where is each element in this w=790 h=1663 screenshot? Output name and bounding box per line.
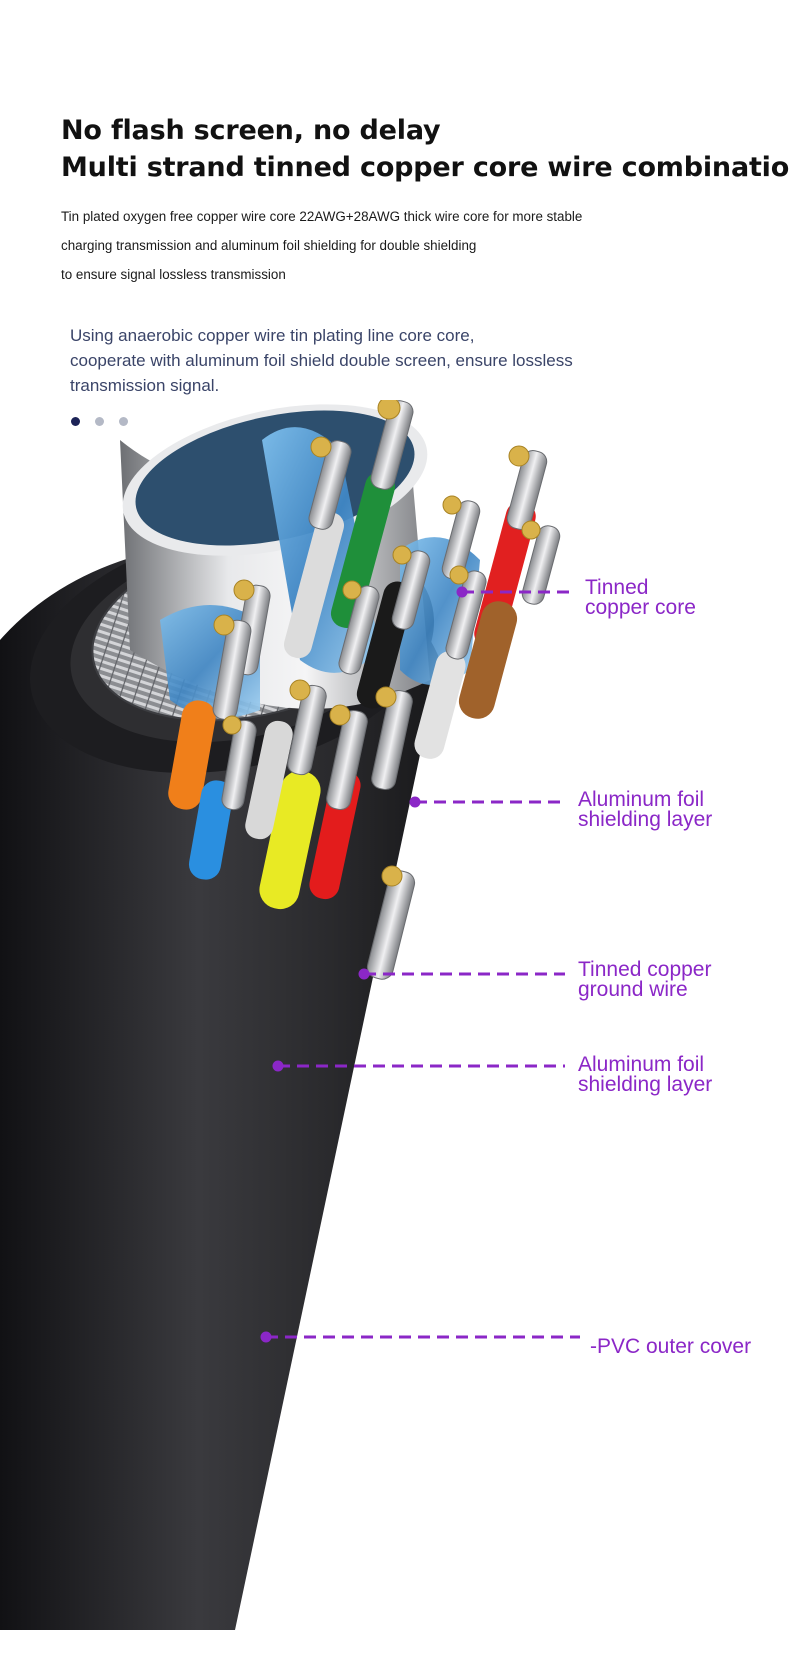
ground-wire (366, 865, 416, 980)
slide-caption-line-3: transmission signal. (70, 376, 220, 395)
tinned-copper-strands (212, 400, 561, 811)
slide-caption-line-1: Using anaerobic copper wire tin plating … (70, 326, 475, 345)
callout-leader-lines (266, 590, 580, 1339)
callout-5-line-1: -PVC outer cover (590, 1335, 752, 1358)
callout-4-line-1: Aluminum foil (578, 1053, 705, 1076)
slide-caption: Using anaerobic copper wire tin plating … (70, 323, 573, 398)
callout-pvc-outer-cover: -PVC outer cover (590, 1335, 752, 1358)
wire-end-caps (213, 400, 541, 735)
callout-tinned-copper-core: Tinned copper core (585, 576, 696, 619)
carousel-dot-2[interactable] (95, 417, 104, 426)
description-line-1: Tin plated oxygen free copper wire core … (61, 209, 583, 224)
slide-caption-line-2: cooperate with aluminum foil shield doub… (70, 351, 573, 370)
callout-anchor-dots (260, 586, 468, 1343)
callout-3-line-1: Tinned copper (578, 958, 712, 981)
headline-line-1: No flash screen, no delay (61, 115, 441, 146)
callout-2-line-2: shielding layer (578, 808, 713, 831)
carousel-dot-1[interactable] (71, 417, 80, 426)
carousel-dot-3[interactable] (119, 417, 128, 426)
callout-1-line-2: copper core (585, 596, 696, 619)
callout-braided-shielding: Aluminum foil shielding layer (578, 1053, 713, 1096)
callout-aluminum-foil-shielding: Aluminum foil shielding layer (578, 788, 713, 831)
callout-4-line-2: shielding layer (578, 1073, 713, 1096)
callout-2-line-1: Aluminum foil (578, 788, 705, 811)
description-line-3: to ensure signal lossless transmission (61, 267, 286, 282)
callout-tinned-copper-ground-wire: Tinned copper ground wire (578, 958, 712, 1001)
page-headline: No flash screen, no delay Multi strand t… (61, 112, 790, 186)
description: Tin plated oxygen free copper wire core … (61, 202, 582, 289)
callout-1-line-1: Tinned (585, 576, 649, 599)
headline-line-2: Multi strand tinned copper core wire com… (61, 152, 790, 183)
description-line-2: charging transmission and aluminum foil … (61, 238, 477, 253)
callout-3-line-2: ground wire (578, 978, 688, 1001)
cable-cross-section-illustration (0, 400, 580, 1630)
